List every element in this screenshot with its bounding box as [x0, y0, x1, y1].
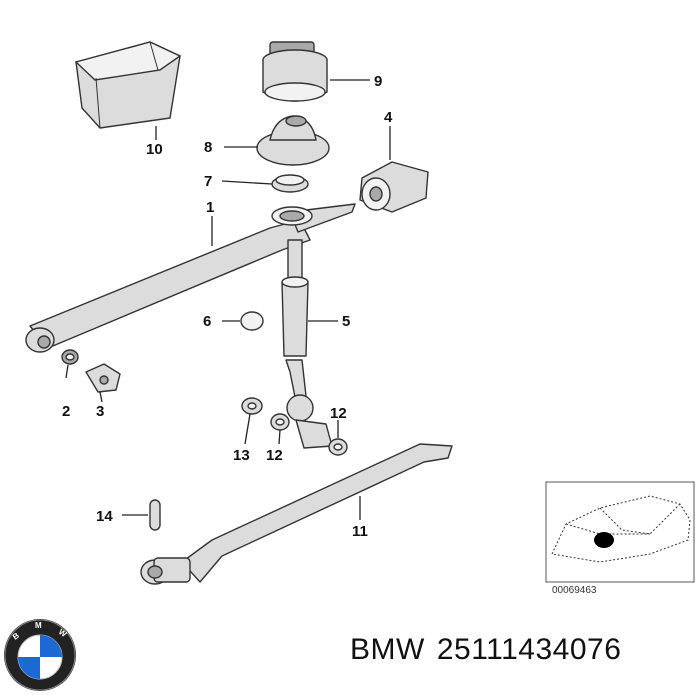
svg-text:W: W	[57, 627, 69, 639]
callout-13: 13	[233, 447, 250, 464]
callout-3: 3	[96, 403, 104, 420]
callout-12-bottom: 12	[266, 447, 283, 464]
part-1-shift-rod	[25, 203, 356, 353]
svg-text:M: M	[35, 621, 42, 630]
callout-10: 10	[146, 141, 163, 158]
vehicle-location-inset: 00069463	[545, 481, 695, 596]
part-5-shaft	[281, 239, 333, 449]
part-11-selector-rod	[140, 443, 453, 585]
part-13-washer	[241, 397, 263, 415]
callout-5: 5	[342, 313, 350, 330]
part-number: 25111434076	[436, 633, 622, 666]
callout-6: 6	[203, 313, 211, 330]
inset-code: 00069463	[552, 585, 597, 596]
svg-text:B: B	[11, 631, 21, 642]
callout-11: 11	[352, 523, 368, 540]
part-caption: BMW 25111434076	[350, 633, 633, 667]
part-3-clip	[85, 363, 121, 393]
part-2-bushing	[61, 349, 79, 365]
callout-2: 2	[62, 403, 70, 420]
callout-1: 1	[206, 199, 214, 216]
part-7-cap	[271, 174, 309, 193]
part-14-pin	[149, 499, 161, 531]
callout-9: 9	[374, 73, 382, 90]
bmw-logo: B M W	[4, 619, 76, 691]
part-4-bushing	[359, 161, 429, 213]
location-marker	[594, 532, 614, 548]
callout-8: 8	[204, 139, 212, 156]
part-9-bearing-cap	[262, 41, 328, 102]
brand-name: BMW	[350, 633, 425, 666]
part-10-boot	[74, 41, 182, 129]
callout-14: 14	[96, 508, 113, 525]
part-6-ring	[240, 311, 264, 331]
leader-lines	[65, 79, 391, 520]
part-12-washer-a	[270, 413, 290, 431]
part-12-washer-b	[328, 438, 348, 456]
callout-7: 7	[204, 173, 212, 190]
callout-4: 4	[384, 109, 393, 126]
part-8-dome	[256, 115, 330, 166]
callout-12-right: 12	[330, 405, 347, 422]
